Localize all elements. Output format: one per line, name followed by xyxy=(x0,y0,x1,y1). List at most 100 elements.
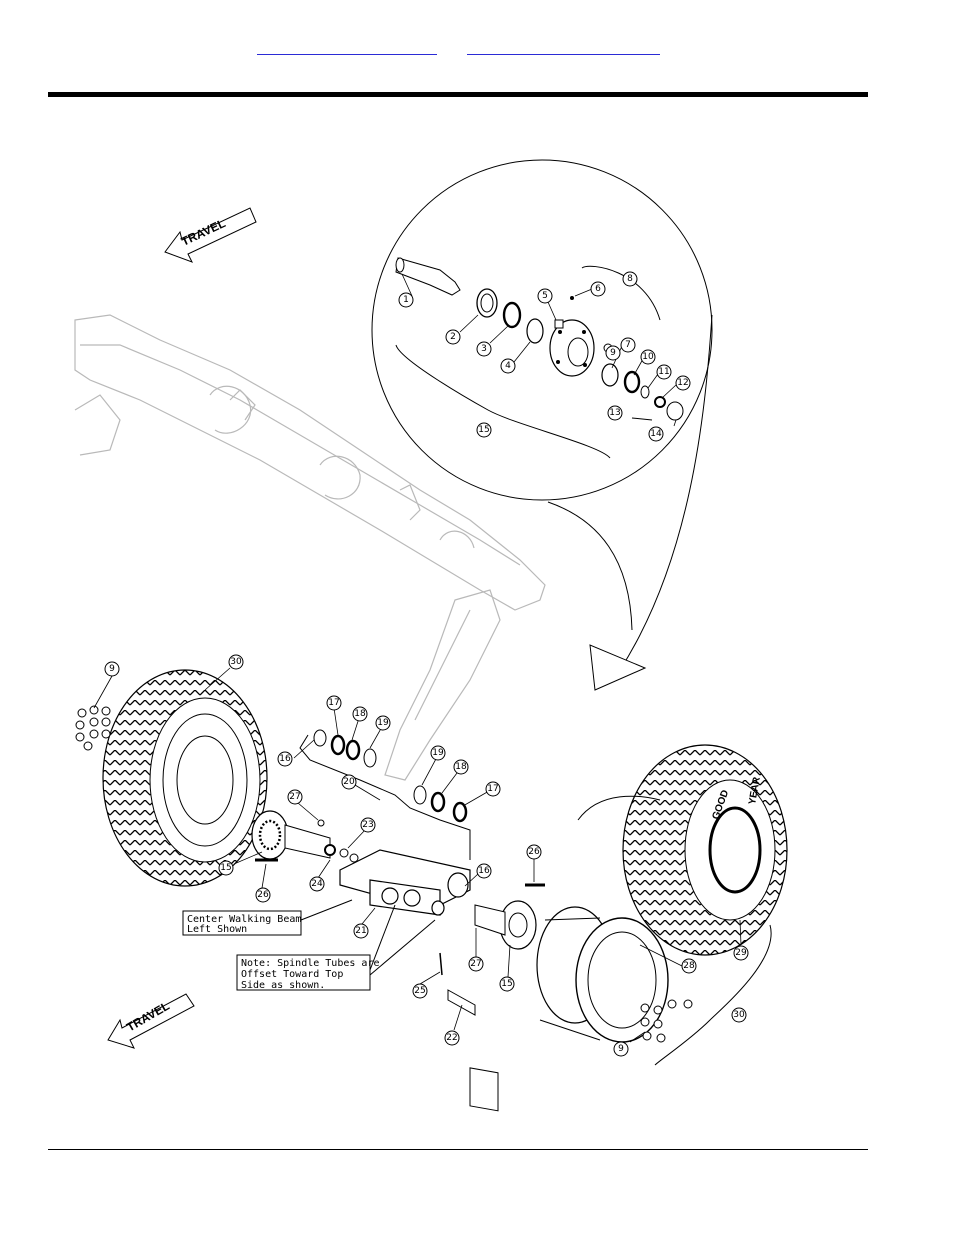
svg-text:17: 17 xyxy=(328,698,339,708)
svg-text:15: 15 xyxy=(501,979,512,989)
callout-16-left: 16 xyxy=(277,751,293,767)
callout-27-right: 27 xyxy=(468,956,484,972)
spindle-assembly xyxy=(439,952,499,1112)
callout-15-right: 15 xyxy=(499,976,515,992)
callout-9-left: 9 xyxy=(104,661,120,677)
callout-18-left: 18 xyxy=(352,706,368,722)
svg-text:14: 14 xyxy=(650,429,662,439)
right-wheel-assembly: GOOD YEAR xyxy=(474,744,788,1066)
svg-text:25: 25 xyxy=(414,986,425,996)
callout-19-right: 19 xyxy=(430,745,446,761)
callout-28: 28 xyxy=(681,958,697,974)
detail-view xyxy=(371,159,713,691)
callout-9-detail: 9 xyxy=(605,345,621,361)
svg-text:2: 2 xyxy=(450,332,456,342)
note-center-beam-line-1: Center Walking Beam xyxy=(187,914,301,925)
frame-ghost xyxy=(74,314,546,781)
callout-1: 1 xyxy=(398,292,414,308)
callout-16-right: 16 xyxy=(476,863,492,879)
callout-17-right: 17 xyxy=(485,781,501,797)
svg-text:11: 11 xyxy=(658,367,669,377)
svg-text:24: 24 xyxy=(311,879,323,889)
svg-text:17: 17 xyxy=(487,784,498,794)
callout-20: 20 xyxy=(341,774,357,790)
callout-25: 25 xyxy=(412,983,428,999)
callout-6: 6 xyxy=(590,281,606,297)
svg-text:27: 27 xyxy=(470,959,481,969)
svg-text:23: 23 xyxy=(362,820,373,830)
callout-30-left: 30 xyxy=(228,654,244,670)
svg-text:13: 13 xyxy=(609,408,620,418)
bottom-rule xyxy=(48,1149,868,1150)
callout-15-detail: 15 xyxy=(476,422,492,438)
header-link-2[interactable] xyxy=(467,40,660,55)
callout-11: 11 xyxy=(656,364,672,380)
note-spindle-line-3: Side as shown. xyxy=(241,980,325,991)
callout-19-left: 19 xyxy=(375,715,391,731)
callout-3: 3 xyxy=(476,341,492,357)
svg-text:10: 10 xyxy=(642,352,654,362)
callout-5: 5 xyxy=(537,288,553,304)
note-spindle: Note: Spindle Tubes are Offset Toward To… xyxy=(236,904,436,991)
callout-30-right: 30 xyxy=(731,1007,747,1023)
svg-text:6: 6 xyxy=(595,284,601,294)
svg-text:9: 9 xyxy=(610,348,616,358)
svg-text:9: 9 xyxy=(618,1044,624,1054)
callout-22: 22 xyxy=(444,1030,460,1046)
svg-text:18: 18 xyxy=(354,709,366,719)
svg-text:1: 1 xyxy=(403,295,409,305)
svg-text:30: 30 xyxy=(733,1010,745,1020)
callout-8: 8 xyxy=(622,271,638,287)
top-rule xyxy=(48,92,868,97)
svg-text:26: 26 xyxy=(528,847,540,857)
callout-17-left: 17 xyxy=(326,695,342,711)
travel-arrow-bottom: TRAVEL xyxy=(107,993,195,1049)
svg-text:22: 22 xyxy=(446,1033,457,1043)
svg-text:8: 8 xyxy=(627,274,633,284)
note-spindle-line-1: Note: Spindle Tubes are xyxy=(241,958,379,969)
left-wheel-assembly xyxy=(75,669,359,887)
note-spindle-line-2: Offset Toward Top xyxy=(241,969,343,980)
walking-beam xyxy=(339,849,471,916)
callout-15-left: 15 xyxy=(218,860,234,876)
callout-9-right: 9 xyxy=(613,1041,629,1057)
header-link-1[interactable] xyxy=(257,40,437,55)
callout-21: 21 xyxy=(353,923,369,939)
travel-arrow-top: TRAVEL xyxy=(164,207,257,263)
svg-text:28: 28 xyxy=(683,961,695,971)
leader-lines xyxy=(93,273,742,1043)
svg-text:29: 29 xyxy=(735,948,747,958)
callout-29: 29 xyxy=(733,945,749,961)
svg-text:19: 19 xyxy=(432,748,444,758)
callout-26-right: 26 xyxy=(526,844,542,860)
callout-12: 12 xyxy=(675,375,691,391)
callouts: 1 2 3 4 5 6 7 8 9 10 11 12 13 14 15 9 30… xyxy=(104,271,749,1057)
svg-text:5: 5 xyxy=(542,291,548,301)
note-center-beam: Center Walking Beam Left Shown xyxy=(182,899,353,936)
callout-10: 10 xyxy=(640,349,656,365)
beam-bearings xyxy=(299,729,471,860)
callout-13: 13 xyxy=(607,405,623,421)
callout-18-right: 18 xyxy=(453,759,469,775)
callout-26-left: 26 xyxy=(255,887,271,903)
svg-text:15: 15 xyxy=(220,863,231,873)
svg-text:3: 3 xyxy=(481,344,487,354)
svg-text:20: 20 xyxy=(343,777,355,787)
svg-text:26: 26 xyxy=(257,890,269,900)
svg-text:21: 21 xyxy=(355,926,366,936)
svg-text:19: 19 xyxy=(377,718,389,728)
callout-27-left: 27 xyxy=(287,789,303,805)
callout-23: 23 xyxy=(360,817,376,833)
tire-brand-year: YEAR xyxy=(747,775,763,805)
svg-text:9: 9 xyxy=(109,664,115,674)
svg-text:18: 18 xyxy=(455,762,467,772)
callout-4: 4 xyxy=(500,358,516,374)
svg-text:12: 12 xyxy=(677,378,688,388)
note-center-beam-line-2: Left Shown xyxy=(187,924,247,935)
callout-2: 2 xyxy=(445,329,461,345)
callout-7: 7 xyxy=(620,337,636,353)
svg-text:16: 16 xyxy=(279,754,291,764)
svg-text:7: 7 xyxy=(625,340,631,350)
header-links xyxy=(0,40,954,60)
